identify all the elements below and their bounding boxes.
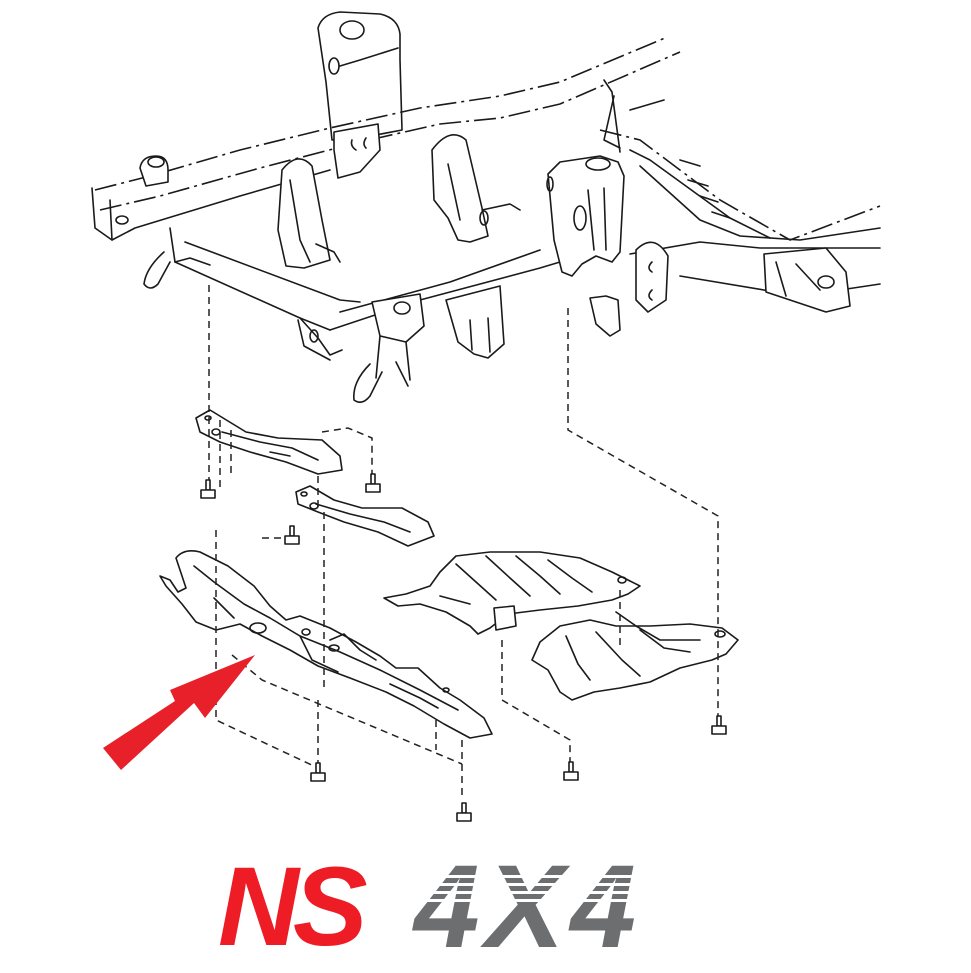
highlight-arrow-icon [103, 655, 255, 770]
bolt-icon [200, 479, 216, 499]
logo-suffix: 4X4 [414, 841, 642, 973]
lower-bracket [295, 485, 435, 547]
bolt-icon [365, 473, 381, 493]
bolt-icon [456, 802, 472, 822]
brand-logo: NS 4X4 [218, 841, 758, 973]
bolt-icon [711, 715, 727, 735]
upper-bracket [195, 409, 343, 475]
front-skid-plate [159, 550, 493, 739]
bolt-icon [563, 761, 579, 781]
logo-stripes [418, 870, 758, 906]
bolt-icon [310, 762, 326, 782]
mounting-bolts [200, 473, 727, 822]
frame-assembly [91, 11, 881, 404]
logo-prefix: NS [218, 844, 368, 969]
engine-under-cover [383, 551, 739, 701]
bolt-icon [284, 525, 300, 545]
